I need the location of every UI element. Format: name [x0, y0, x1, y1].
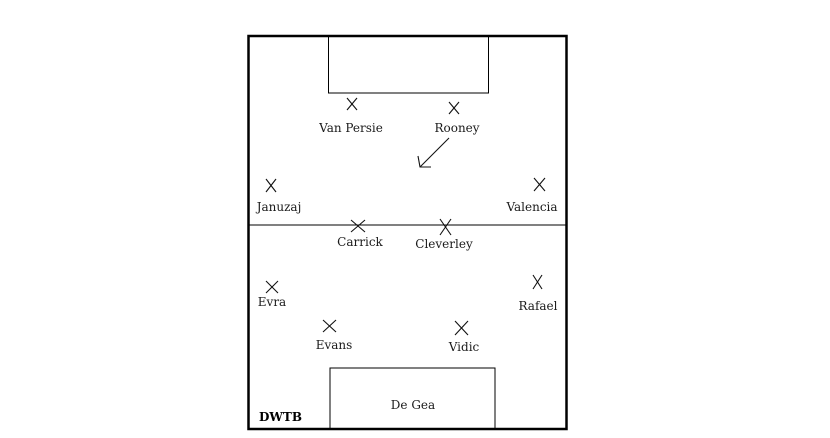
player-marker-vidic: Vidic	[448, 320, 480, 354]
player-name: Evra	[258, 295, 286, 309]
player-name: Cleverley	[415, 237, 473, 251]
player-marker-rafael: Rafael	[519, 274, 558, 313]
player-name: Carrick	[337, 235, 383, 249]
player-marker-cleverley: Cleverley	[415, 218, 473, 251]
player-marker-januzaj: Januzaj	[255, 178, 302, 214]
player-marker-rooney: Rooney	[434, 101, 480, 135]
cross-icon	[322, 319, 337, 333]
player-name: Rooney	[434, 121, 479, 135]
top-penalty-box	[328, 35, 489, 94]
player-marker-carrick: Carrick	[337, 219, 384, 249]
player-marker-van-persie: Van Persie	[318, 97, 383, 135]
player-marker-valencia: Valencia	[505, 177, 558, 214]
player-name: Evans	[316, 338, 353, 352]
pitch-boundary	[247, 34, 568, 431]
movement-arrow-icon	[417, 137, 450, 168]
cross-icon	[265, 178, 277, 193]
brand-mark: DWTB	[259, 410, 302, 424]
player-name: Van Persie	[318, 121, 383, 135]
cross-icon	[533, 177, 546, 192]
cross-icon	[532, 274, 543, 290]
cross-icon	[350, 219, 366, 233]
goalkeeper-name: De Gea	[391, 398, 435, 412]
player-name: Vidic	[448, 340, 480, 354]
cross-icon	[265, 280, 279, 294]
cross-icon	[439, 218, 452, 236]
player-marker-evra: Evra	[258, 280, 286, 309]
player-name: Januzaj	[255, 200, 302, 214]
cross-icon	[448, 101, 460, 115]
cross-icon	[454, 320, 469, 336]
player-marker-evans: Evans	[316, 319, 353, 352]
player-name: Rafael	[519, 299, 558, 313]
bottom-penalty-box	[329, 367, 496, 430]
player-name: Valencia	[505, 200, 557, 214]
cross-icon	[346, 97, 358, 111]
